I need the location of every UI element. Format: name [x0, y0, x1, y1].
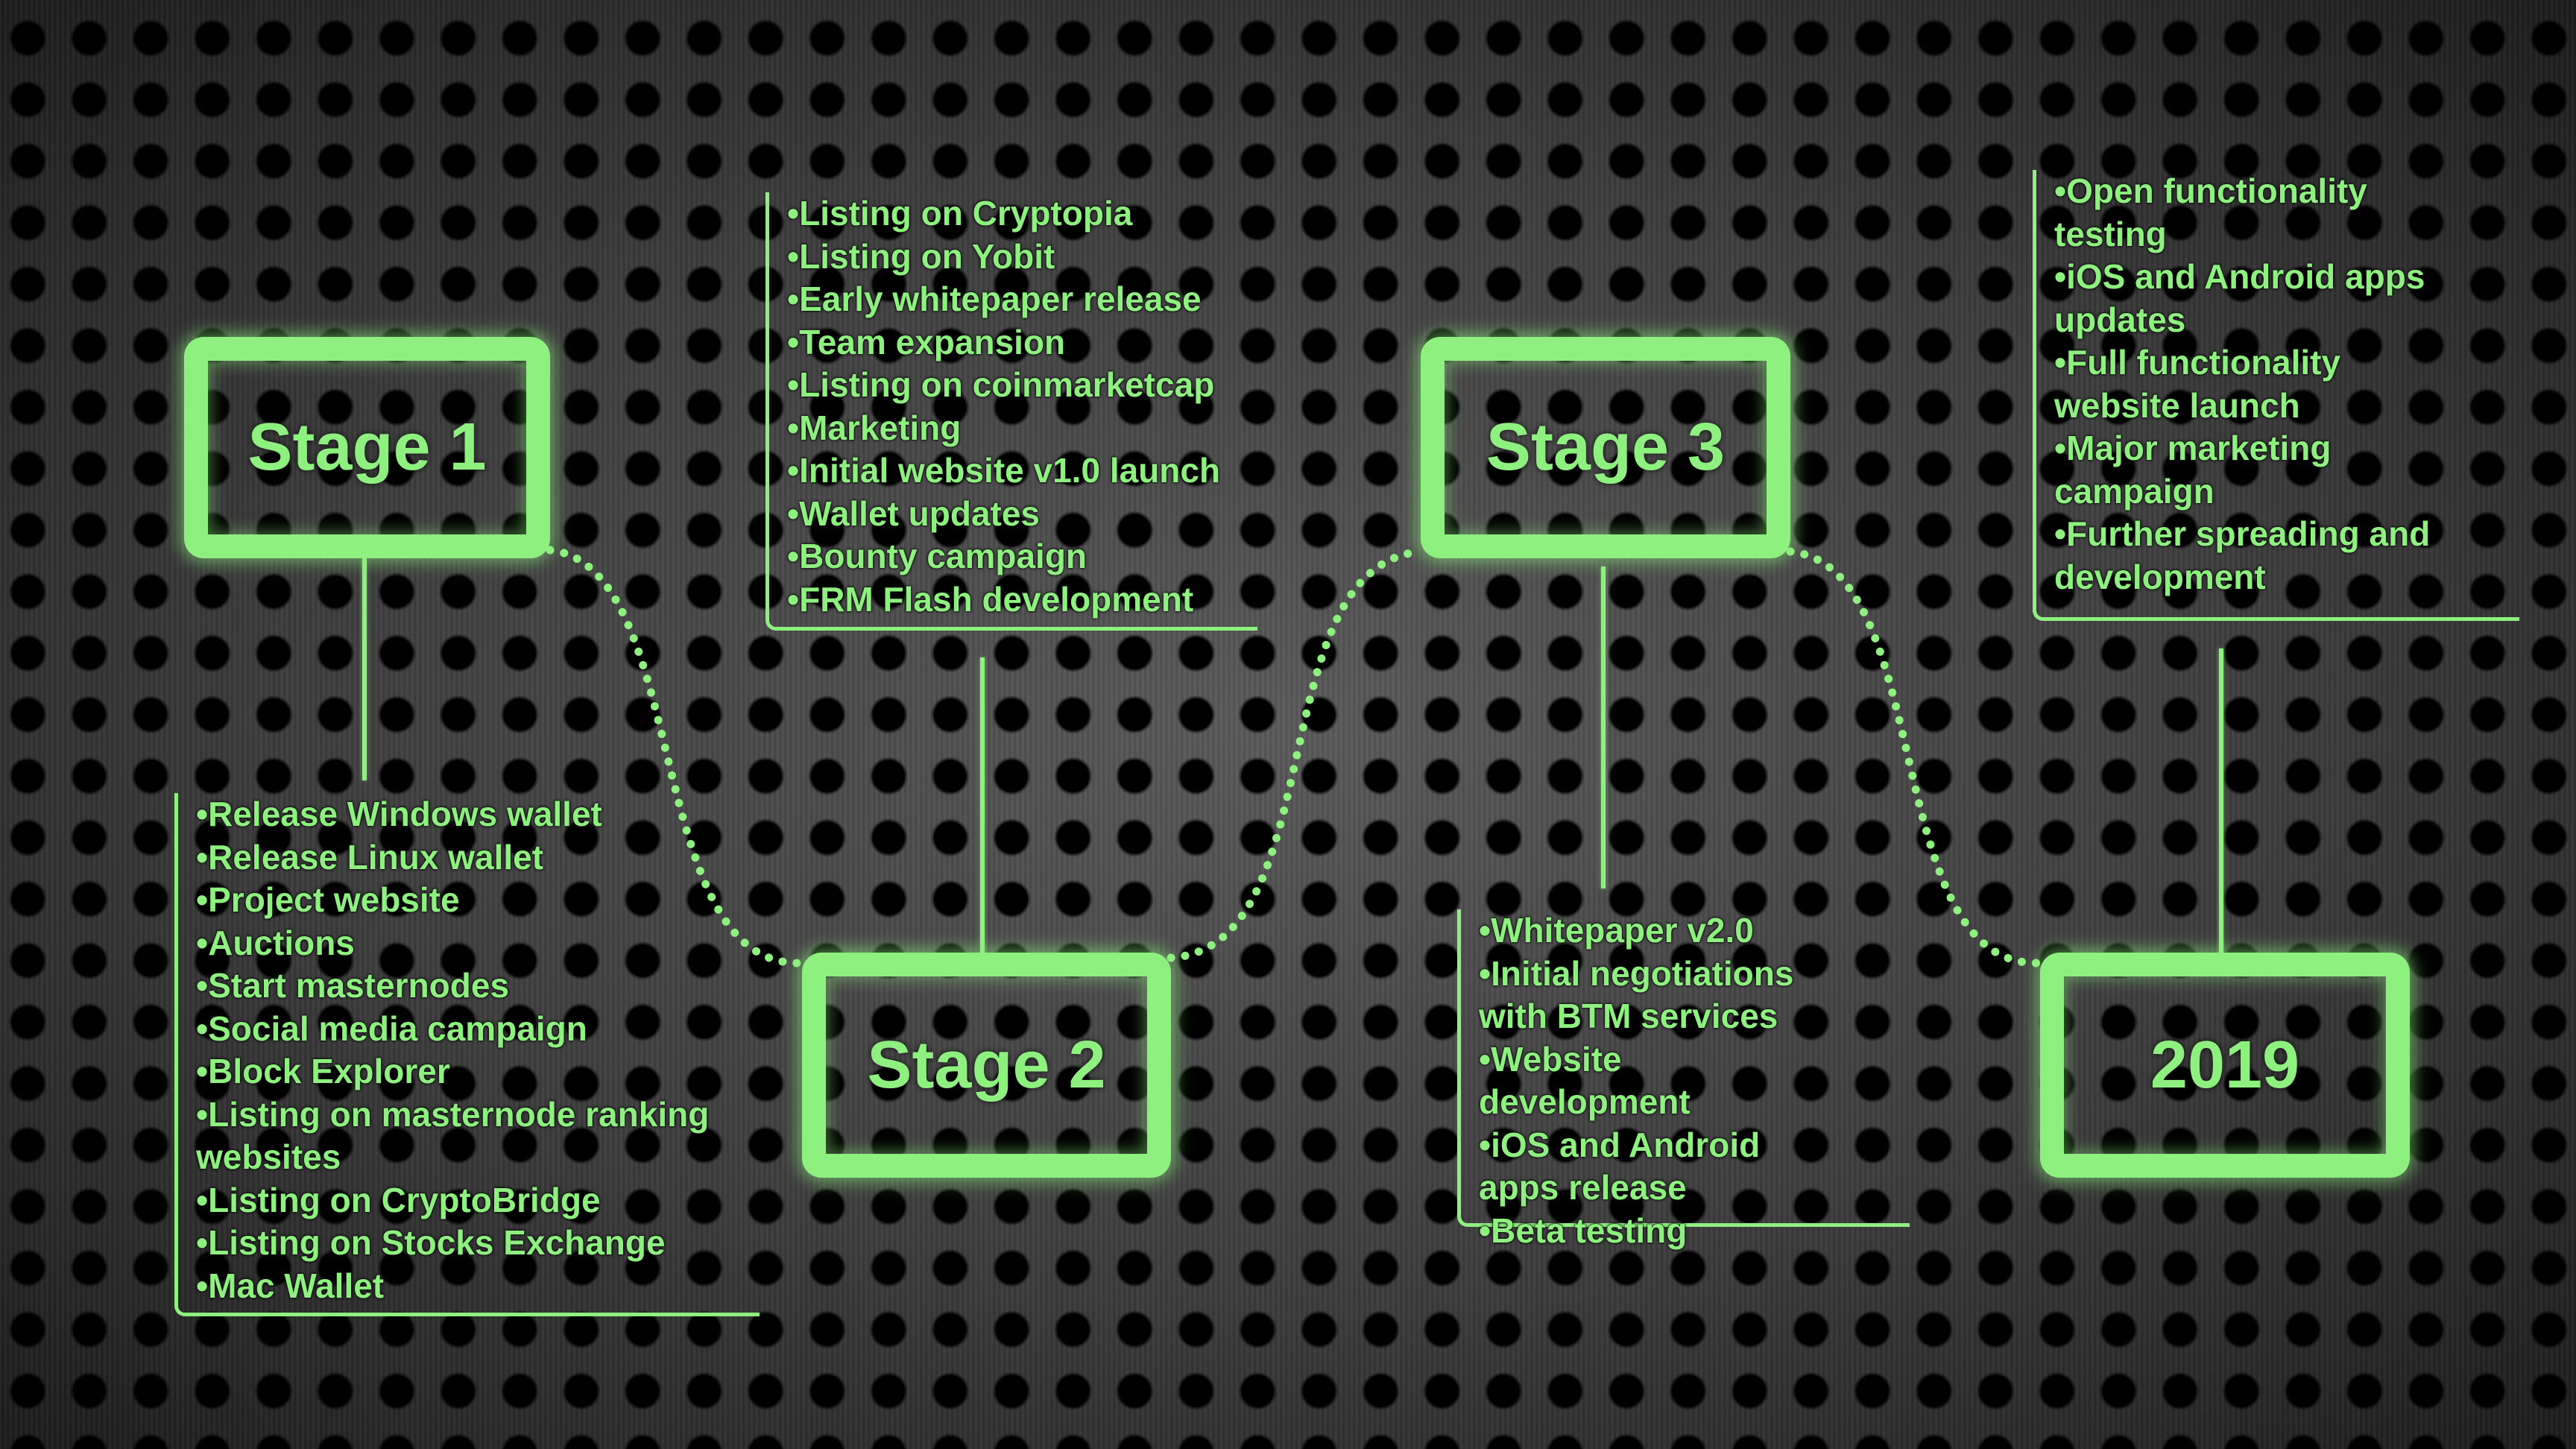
milestone-item: Release Linux wallet	[196, 836, 760, 880]
milestone-item: Whitepaper v2.0	[1479, 909, 1820, 953]
stage-2019-box: 2019	[2040, 953, 2410, 1178]
stage-2-milestones: Listing on CryptopiaListing on YobitEarl…	[765, 192, 1257, 631]
milestone-item: Start masternodes	[196, 965, 760, 1008]
milestone-item: Team expansion	[787, 321, 1257, 364]
milestone-item: Listing on masternode ranking websites	[196, 1093, 760, 1179]
milestone-item: Listing on CryptoBridge	[196, 1179, 760, 1222]
stage-1-connector-line	[362, 558, 367, 780]
stage-1-box: Stage 1	[184, 337, 550, 558]
milestone-item: Further spreading and development	[2054, 513, 2475, 599]
milestone-item: Listing on coinmarketcap	[787, 364, 1257, 407]
stage-2-title: Stage 2	[867, 1027, 1106, 1102]
milestone-item: Early whitepaper release	[787, 278, 1257, 321]
milestone-item: Full functionality website launch	[2054, 341, 2475, 427]
dotted-connector-3-4	[1786, 547, 2045, 967]
milestone-item: Auctions	[196, 922, 760, 965]
stage-2-box: Stage 2	[802, 953, 1171, 1178]
stage-2019-milestones: Open functionality testingiOS and Androi…	[2033, 170, 2519, 621]
milestone-item: Listing on Yobit	[787, 236, 1257, 279]
stage-3-milestones: Whitepaper v2.0Initial negotiations with…	[1457, 909, 1910, 1250]
stage-1-title: Stage 1	[247, 410, 487, 484]
stage-1-milestones: Release Windows walletRelease Linux wall…	[174, 793, 760, 1316]
milestone-item: iOS and Android apps updates	[2054, 256, 2475, 341]
milestone-item: Bounty campaign	[787, 535, 1257, 578]
milestone-item: Initial website v1.0 launch	[787, 449, 1257, 493]
milestone-item: Wallet updates	[787, 493, 1257, 536]
stage-3-title: Stage 3	[1486, 410, 1726, 484]
stage-2-connector-line	[980, 657, 985, 953]
milestone-item: Social media campaign	[196, 1008, 760, 1051]
milestone-item: Project website	[196, 879, 760, 922]
milestone-item: Release Windows wallet	[196, 793, 760, 836]
stage-3-connector-line	[1601, 566, 1606, 888]
milestone-item: Marketing	[787, 407, 1257, 450]
milestone-item: Mac Wallet	[196, 1265, 760, 1308]
stage-2019-connector-line	[2219, 648, 2223, 953]
milestone-item: Initial negotiations with BTM services	[1479, 953, 1820, 1038]
milestone-item: Major marketing campaign	[2054, 427, 2475, 513]
milestone-item: FRM Flash development	[787, 578, 1257, 622]
dotted-connector-2-3	[1167, 547, 1425, 962]
milestone-item: iOS and Android apps release	[1479, 1124, 1820, 1210]
milestone-item: Beta testing	[1479, 1210, 1820, 1253]
milestone-item: Listing on Stocks Exchange	[196, 1222, 760, 1265]
milestone-item: Block Explorer	[196, 1050, 760, 1093]
milestone-item: Website development	[1479, 1038, 1820, 1124]
milestone-item: Open functionality testing	[2054, 170, 2475, 256]
stage-3-box: Stage 3	[1421, 337, 1790, 558]
milestone-item: Listing on Cryptopia	[787, 192, 1257, 236]
stage-2019-title: 2019	[2150, 1027, 2300, 1102]
